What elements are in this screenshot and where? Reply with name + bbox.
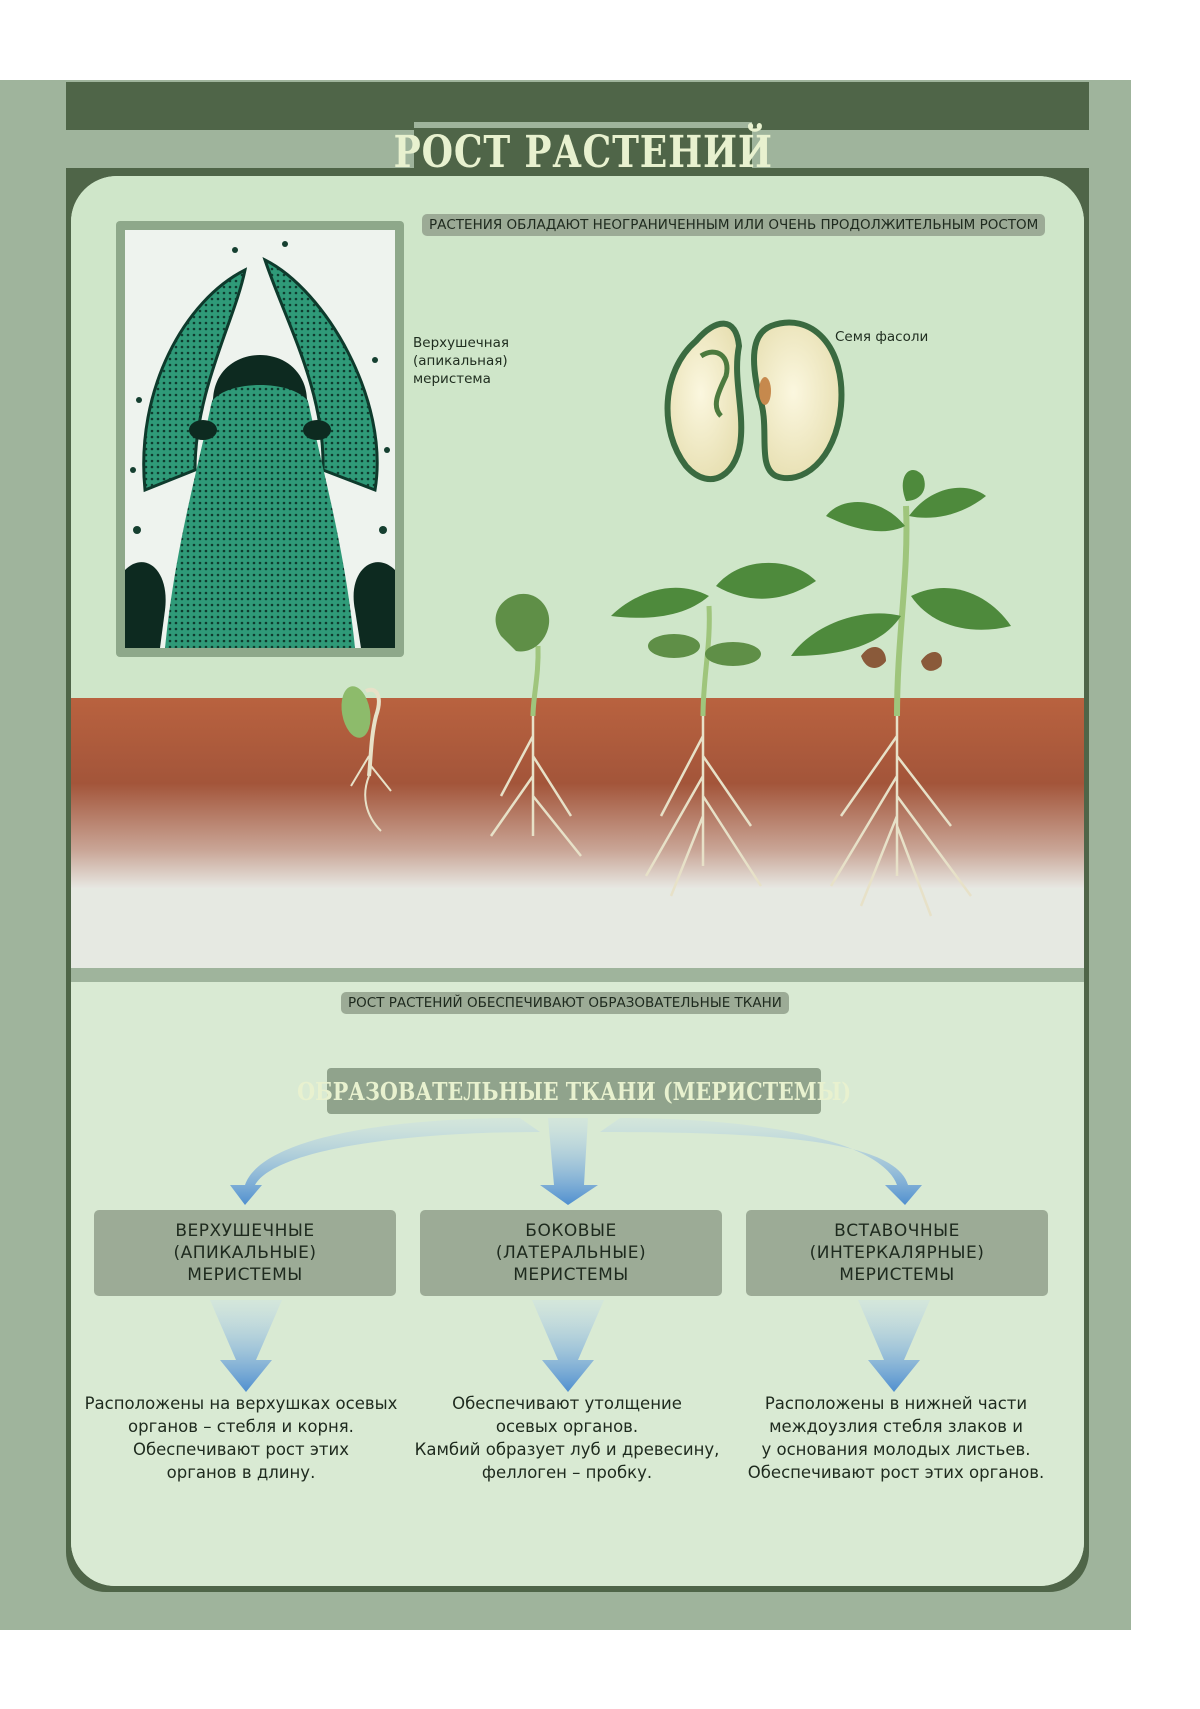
intercalary-meristems-description: Расположены в нижней части междоузлия ст… (747, 1394, 1045, 1482)
illustration-area: РАСТЕНИЯ ОБЛАДАЮТ НЕОГРАНИЧЕННЫМ ИЛИ ОЧЕ… (71, 176, 1084, 968)
meristems-heading-plate: ОБРАЗОВАТЕЛЬНЫЕ ТКАНИ (МЕРИСТЕМЫ) (297, 1068, 851, 1114)
bean-seed-illustration (71, 319, 1084, 968)
bean-seed-label: Семя фасоли (835, 329, 929, 345)
arrow-lateral-desc (532, 1300, 604, 1392)
apical-meristems-box: ВЕРХУШЕЧНЫЕ (АПИКАЛЬНЫЕ) МЕРИСТЕМЫ (94, 1210, 396, 1296)
top-caption: РАСТЕНИЯ ОБЛАДАЮТ НЕОГРАНИЧЕННЫМ ИЛИ ОЧЕ… (422, 214, 1046, 236)
arrow-apical-desc (210, 1300, 282, 1392)
intercalary-meristems-box: ВСТАВОЧНЫЕ (ИНТЕРКАЛЯРНЫЕ) МЕРИСТЕМЫ (746, 1210, 1048, 1296)
intercalary-meristems-title: ВСТАВОЧНЫЕ (ИНТЕРКАЛЯРНЫЕ) МЕРИСТЕМЫ (809, 1221, 985, 1285)
meristem-micrograph-frame (116, 221, 404, 657)
apical-meristems-description: Расположены на верхушках осевых органов … (84, 1394, 398, 1482)
arrow-to-apical (230, 1118, 540, 1205)
arrow-to-lateral (540, 1118, 598, 1205)
lateral-meristems-description: Обеспечивают утолщение осевых органов. К… (414, 1394, 720, 1482)
plant-stage-4 (791, 470, 1011, 917)
lateral-meristems-box: БОКОВЫЕ (ЛАТЕРАЛЬНЫЕ) МЕРИСТЕМЫ (420, 1210, 722, 1296)
apical-meristems-title: ВЕРХУШЕЧНЫЕ (АПИКАЛЬНЫЕ) МЕРИСТЕМЫ (173, 1221, 317, 1285)
meristems-heading: ОБРАЗОВАТЕЛЬНЫЕ ТКАНИ (МЕРИСТЕМЫ) (296, 1076, 852, 1106)
title-plate: РОСТ РАСТЕНИЙ (393, 122, 772, 178)
middle-caption: РОСТ РАСТЕНИЙ ОБЕСПЕЧИВАЮТ ОБРАЗОВАТЕЛЬН… (341, 992, 789, 1014)
lateral-meristems-title: БОКОВЫЕ (ЛАТЕРАЛЬНЫЕ) МЕРИСТЕМЫ (495, 1221, 647, 1285)
plant-stage-1 (341, 686, 392, 832)
section-divider (71, 968, 1084, 982)
meristem-micrograph (125, 230, 395, 648)
page-title: РОСТ РАСТЕНИЙ (393, 126, 773, 178)
plant-stage-2 (489, 593, 582, 857)
apical-meristem-label: Верхушечная (апикальная) меристема (413, 335, 509, 387)
arrow-to-intercalary (600, 1118, 922, 1205)
plant-stage-3 (611, 562, 816, 897)
arrow-intercalary-desc (858, 1300, 930, 1392)
